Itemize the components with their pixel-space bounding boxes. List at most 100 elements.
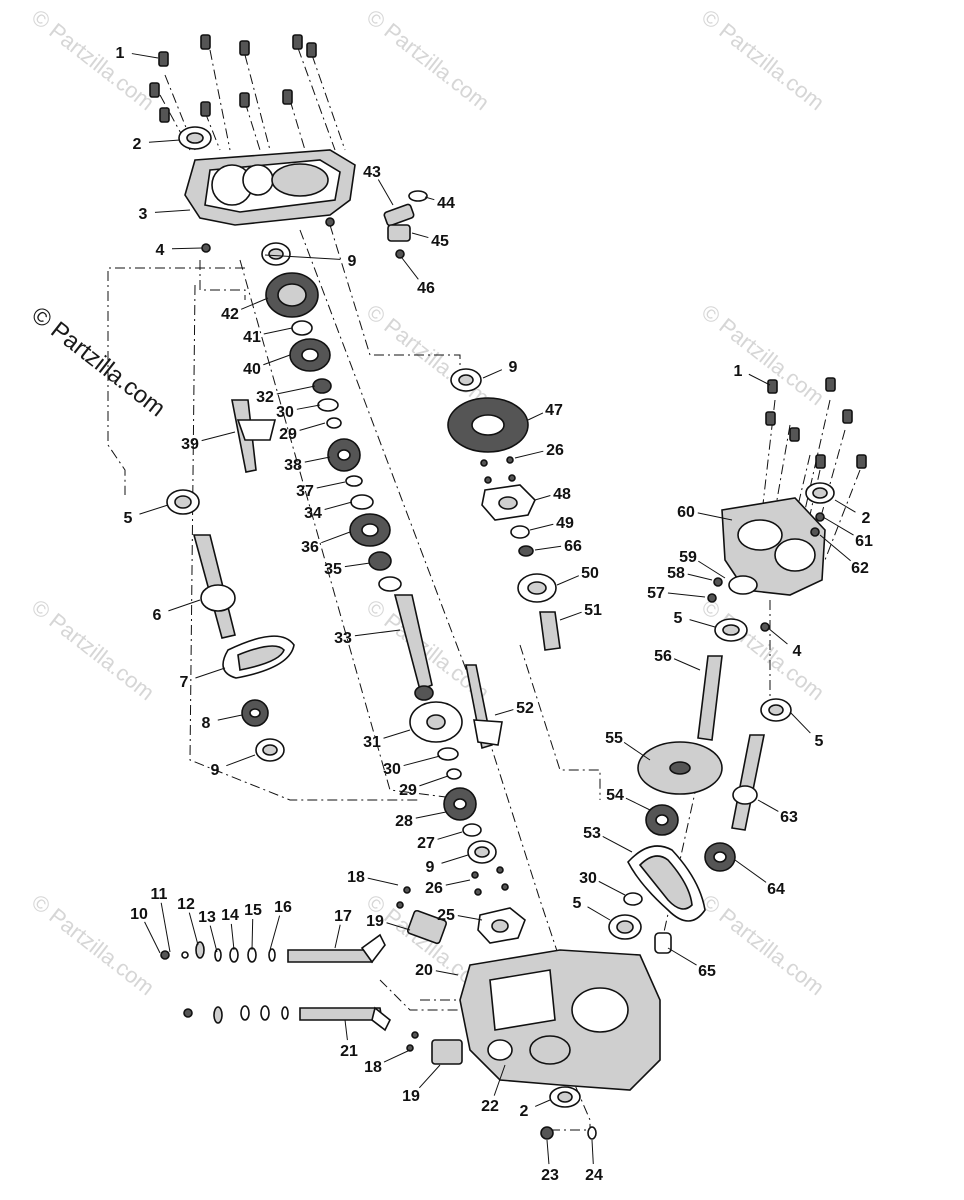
callout-15: 15 (244, 902, 262, 919)
callout-5: 5 (815, 733, 824, 750)
seal-2-top (178, 126, 212, 150)
leader-line (344, 1019, 348, 1041)
callout-14: 14 (221, 907, 239, 924)
callout-30: 30 (579, 870, 597, 887)
callout-33: 33 (334, 630, 352, 647)
callout-17: 17 (334, 908, 352, 925)
callout-19: 19 (402, 1088, 420, 1105)
callout-30: 30 (276, 404, 294, 421)
leader-line (383, 1049, 411, 1063)
callout-5: 5 (124, 510, 133, 527)
bearing-5-left (166, 489, 200, 515)
leader-line (263, 354, 291, 366)
leader-line (131, 53, 159, 59)
leader-line (144, 921, 161, 954)
callout-7: 7 (180, 674, 189, 691)
leader-line (251, 918, 254, 951)
leader-line (344, 562, 371, 568)
shift-shaft-21 (183, 1005, 392, 1032)
bearing-5-right-a (714, 618, 748, 642)
cover-bolts (149, 34, 317, 123)
callout-12: 12 (177, 896, 195, 913)
callout-30: 30 (383, 761, 401, 778)
washer-34-a (350, 494, 374, 510)
leader-line (767, 627, 788, 645)
leader-line (623, 741, 651, 761)
callout-9: 9 (426, 859, 435, 876)
leader-line (834, 499, 856, 513)
callout-1: 1 (734, 363, 743, 380)
callout-5: 5 (674, 610, 683, 627)
bearing-32-a (312, 378, 332, 394)
leader-line (493, 1064, 506, 1096)
shift-fork-52 (465, 664, 503, 750)
callout-66: 66 (564, 538, 582, 555)
leader-line (748, 373, 771, 386)
shaft-51 (539, 611, 561, 651)
callout-31: 31 (363, 734, 381, 751)
callout-38: 38 (284, 457, 302, 474)
leader-line (415, 811, 447, 819)
callout-40: 40 (243, 361, 261, 378)
shift-fork-39 (231, 399, 277, 473)
gear-38 (327, 438, 361, 472)
plate-48 (480, 456, 536, 521)
leader-line (418, 1064, 441, 1089)
gear-36 (349, 513, 391, 547)
leader-line (494, 709, 514, 716)
switch-assembly-43-46 (325, 190, 428, 259)
callout-22: 22 (481, 1098, 499, 1115)
washer-30-a (317, 398, 339, 412)
callout-4: 4 (156, 242, 165, 259)
switch-18-19-bottom (406, 1031, 463, 1065)
pin-57 (707, 593, 717, 603)
leader-line (734, 859, 767, 883)
washer-30-b (437, 747, 459, 761)
leader-line (789, 711, 811, 734)
callout-23: 23 (541, 1167, 559, 1184)
callout-29: 29 (279, 426, 297, 443)
leader-line (403, 755, 441, 767)
callout-46: 46 (417, 280, 435, 297)
leader-line (321, 531, 351, 544)
leader-line (457, 915, 483, 921)
leader-line (160, 902, 171, 953)
leader-line (154, 209, 191, 213)
bearing-35 (368, 551, 392, 571)
callout-45: 45 (431, 233, 449, 250)
dowel-4 (201, 243, 211, 253)
leader-line (546, 1139, 550, 1165)
callout-24: 24 (585, 1167, 603, 1184)
leader-line (201, 431, 236, 442)
callout-52: 52 (516, 700, 534, 717)
leader-line (822, 516, 854, 536)
bushing-65 (654, 932, 672, 954)
callout-29: 29 (399, 782, 417, 799)
plate-25 (471, 866, 526, 944)
sprocket-64 (704, 842, 736, 872)
callout-21: 21 (340, 1043, 358, 1060)
callout-54: 54 (606, 787, 624, 804)
callout-59: 59 (679, 549, 697, 566)
watermark-text: © Partzilla.com (697, 889, 829, 1000)
drain-plug-23 (540, 1126, 554, 1140)
leader-line (296, 404, 321, 410)
leader-line (377, 179, 394, 206)
callout-32: 32 (256, 389, 274, 406)
callout-35: 35 (324, 561, 342, 578)
leader-line (195, 667, 226, 679)
gear-42 (265, 272, 319, 318)
leader-line (188, 912, 199, 946)
leader-line (757, 799, 779, 812)
callout-19: 19 (366, 913, 384, 930)
dowel-4-right (760, 622, 770, 632)
shaft-6 (192, 534, 236, 639)
watermark-text: © Partzilla.com (27, 594, 159, 705)
callout-25: 25 (437, 907, 455, 924)
callout-2: 2 (520, 1103, 529, 1120)
leader-line (411, 232, 429, 239)
leader-line (383, 729, 411, 739)
washer-41 (291, 320, 313, 336)
leader-line (269, 915, 281, 951)
leader-line (527, 412, 544, 421)
